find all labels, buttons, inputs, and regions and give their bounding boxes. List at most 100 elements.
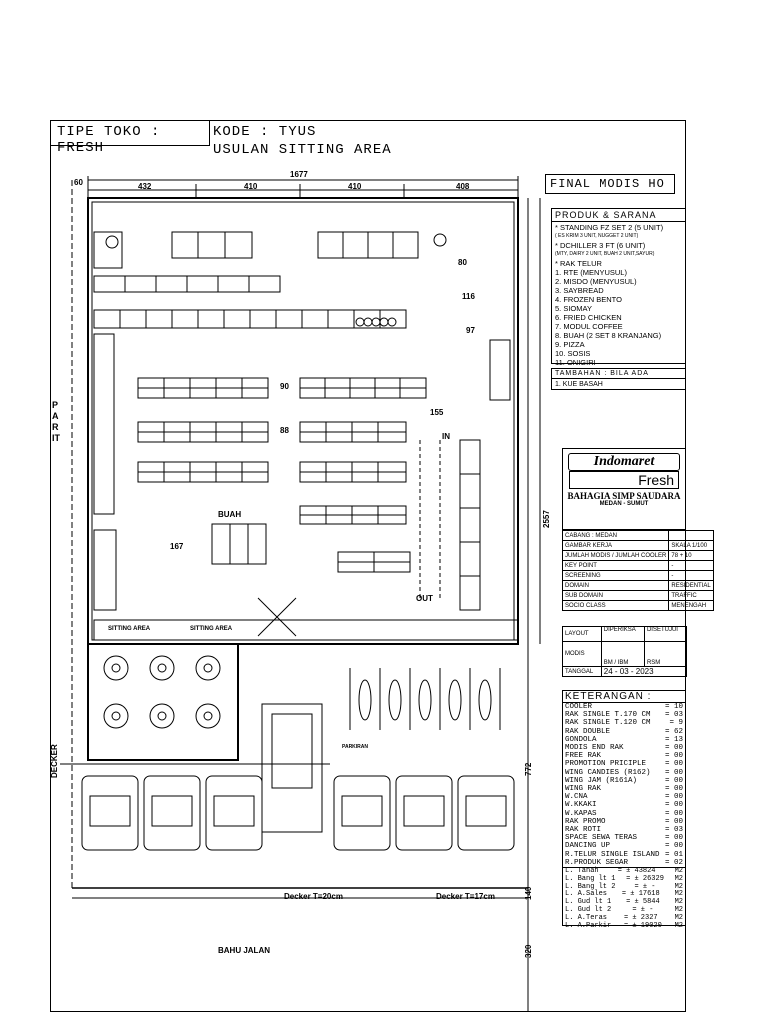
area-unit: M2	[674, 874, 683, 883]
keterangan-label: W.KKAKI	[565, 801, 597, 810]
area-unit: M2	[674, 898, 683, 907]
keterangan-label: COOLER	[565, 703, 593, 711]
tambahan-panel: TAMBAHAN : BILA ADA 1. KUE BASAH	[551, 368, 686, 390]
keterangan-row: DANCING UP= 00	[565, 842, 683, 850]
area-label: L. A.Parkir	[565, 921, 612, 930]
label-decker-mid: Decker T=20cm	[284, 892, 343, 901]
produk-item: 6. FRIED CHICKEN	[555, 313, 622, 322]
produk-item: 4. FROZEN BENTO	[555, 295, 622, 304]
store-code: KODE : TYUS	[213, 124, 317, 140]
keterangan-label: MODIS END RAK	[565, 744, 624, 753]
tanggal-label: TANGGAL	[562, 666, 602, 677]
produk-panel: PRODUK & SARANA * STANDING FZ SET 2 (5 U…	[551, 208, 686, 367]
dim-right-lower: 772	[524, 762, 533, 776]
rsm-cell: RSM	[643, 641, 688, 667]
area-unit: M2	[674, 921, 683, 930]
keterangan-label: PROMOTION PRICIPLE	[565, 760, 647, 769]
keterangan-value: = 62	[664, 727, 683, 736]
building-outline	[87, 197, 519, 645]
label-bahu-jalan: BAHU JALAN	[218, 946, 270, 955]
info-label: JUMLAH MODIS / JUMLAH COOLER	[561, 550, 670, 561]
keterangan-row: R.TELUR SINGLE ISLAND= 01	[565, 851, 683, 859]
dim-top-total: 1677	[290, 170, 308, 179]
keterangan-value: = 00	[664, 760, 683, 769]
produk-item: 5. SIOMAY	[555, 304, 592, 313]
area-unit: M2	[674, 913, 683, 922]
keterangan-row: GONDOLA= 13	[565, 736, 683, 744]
keterangan-row: RAK DOUBLE= 62	[565, 728, 683, 736]
dim-155: 155	[430, 408, 444, 417]
area-value: = ± 19020	[624, 921, 662, 930]
keterangan-label: FREE RAK	[565, 752, 602, 761]
keterangan-label: R.PRODUK SEGAR	[565, 858, 629, 867]
dim-top-c: 410	[348, 182, 362, 191]
keterangan-row: SPACE SEWA TERAS= 00	[565, 834, 683, 842]
logo-block: Indomaret Fresh BAHAGIA SIMP SAUDARA MED…	[562, 448, 686, 530]
info-value: TRAFFIC	[668, 590, 714, 601]
label-parit: PARIT	[52, 400, 60, 443]
keterangan-value: = 13	[664, 735, 683, 744]
area-value: = ± 43824	[617, 867, 656, 876]
info-value: SKALA 1/100	[668, 540, 714, 551]
keterangan-label: RAK ROTI	[565, 826, 602, 835]
keterangan-row: R.PRODUK SEGAR = 02	[565, 859, 683, 867]
info-value	[668, 530, 714, 541]
info-value: -	[668, 560, 714, 571]
tables	[103, 655, 221, 729]
keterangan-label: RAK PROMO	[565, 817, 606, 826]
keterangan-row: RAK SINGLE T.120 CM= 9	[565, 719, 683, 727]
keterangan-value: = 01	[664, 850, 683, 859]
info-label: DOMAIN	[561, 580, 670, 591]
keterangan-value: = 00	[664, 793, 683, 802]
area-label: L. Tanah	[565, 867, 599, 876]
produk-item: 2. MISDO (MENYUSUL)	[555, 277, 637, 286]
keterangan-value: = 00	[664, 768, 683, 777]
dim-80: 80	[458, 258, 467, 267]
gondola-rows	[137, 377, 427, 573]
produk-item: * RAK TELUR	[555, 259, 602, 268]
info-row: KEY POINT-	[561, 560, 714, 571]
info-value: 78 + 10	[668, 550, 714, 561]
area-label: L. Bang lt 2	[565, 882, 616, 891]
keterangan-row: WING RAK= 00	[565, 785, 683, 793]
info-value: -	[668, 570, 714, 581]
produk-item: 8. BUAH (2 SET 8 KRANJANG)	[555, 331, 662, 340]
keterangan-value: = 00	[664, 744, 683, 753]
area-unit: M2	[674, 906, 683, 915]
produk-item: * STANDING FZ SET 2 (5 UNIT)	[555, 223, 664, 232]
dim-top-b: 410	[244, 182, 258, 191]
dim-167: 167	[170, 542, 184, 551]
keterangan-value: = 02	[664, 858, 683, 867]
label-in: IN	[442, 432, 450, 441]
produk-list: * STANDING FZ SET 2 (5 UNIT) ( ES KRIM 3…	[552, 222, 685, 368]
keterangan-value: = 03	[664, 826, 683, 835]
produk-item: 1. RTE (MENYUSUL)	[555, 268, 627, 277]
bm-cell: BM / IBM	[600, 641, 645, 667]
car-bays	[81, 775, 515, 851]
info-label: SOCIO CLASS	[561, 600, 670, 611]
tanggal-value: 24 - 03 - 2023	[600, 666, 688, 677]
disetujui-cell: DISETUJUI	[643, 626, 688, 642]
info-value: RESIDENTIAL	[668, 580, 714, 591]
info-label: CABANG : MEDAN	[561, 530, 670, 541]
info-row: SCREENING-	[561, 570, 714, 581]
right-wall-chillers	[459, 439, 481, 611]
keterangan-label: RAK SINGLE T.170 CM	[565, 711, 651, 720]
keterangan-row: FREE RAK= 00	[565, 752, 683, 760]
label-decker-right: Decker T=17cm	[436, 892, 495, 901]
info-row: CABANG : MEDAN	[561, 530, 714, 541]
keterangan-value: = 00	[664, 801, 683, 810]
area-row: L. Gud lt 2= ± -M2	[565, 906, 683, 915]
store-name: BAHAGIA SIMP SAUDARA	[567, 491, 681, 501]
